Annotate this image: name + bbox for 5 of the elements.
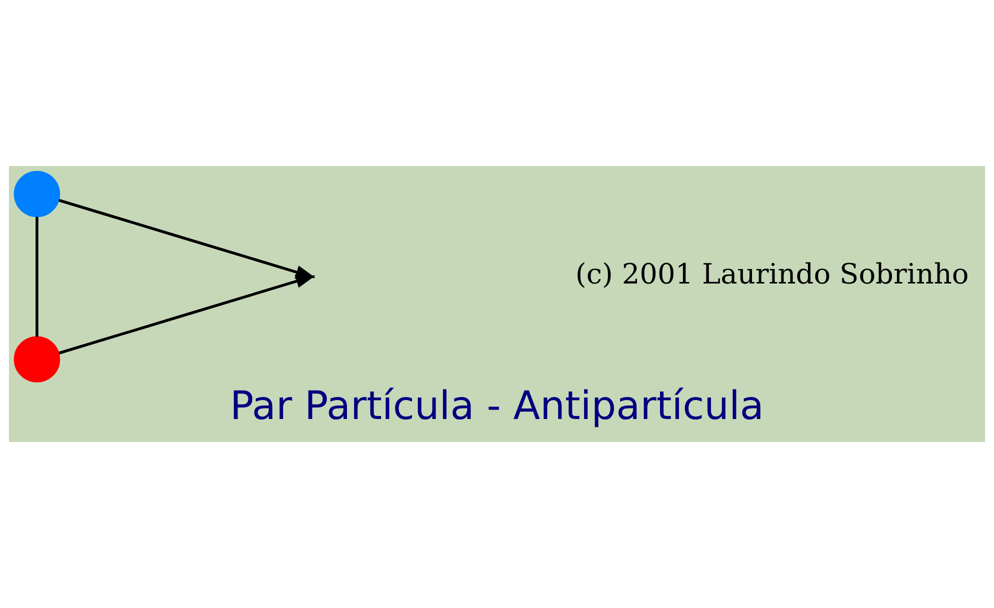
node-circle (14, 336, 60, 382)
label: (c) 2001 Laurindo Sobrinho (575, 258, 969, 291)
node-circle (14, 170, 60, 218)
diagram-title: Par Partícula - Antipartícula (230, 384, 764, 429)
connector (36, 216, 38, 337)
